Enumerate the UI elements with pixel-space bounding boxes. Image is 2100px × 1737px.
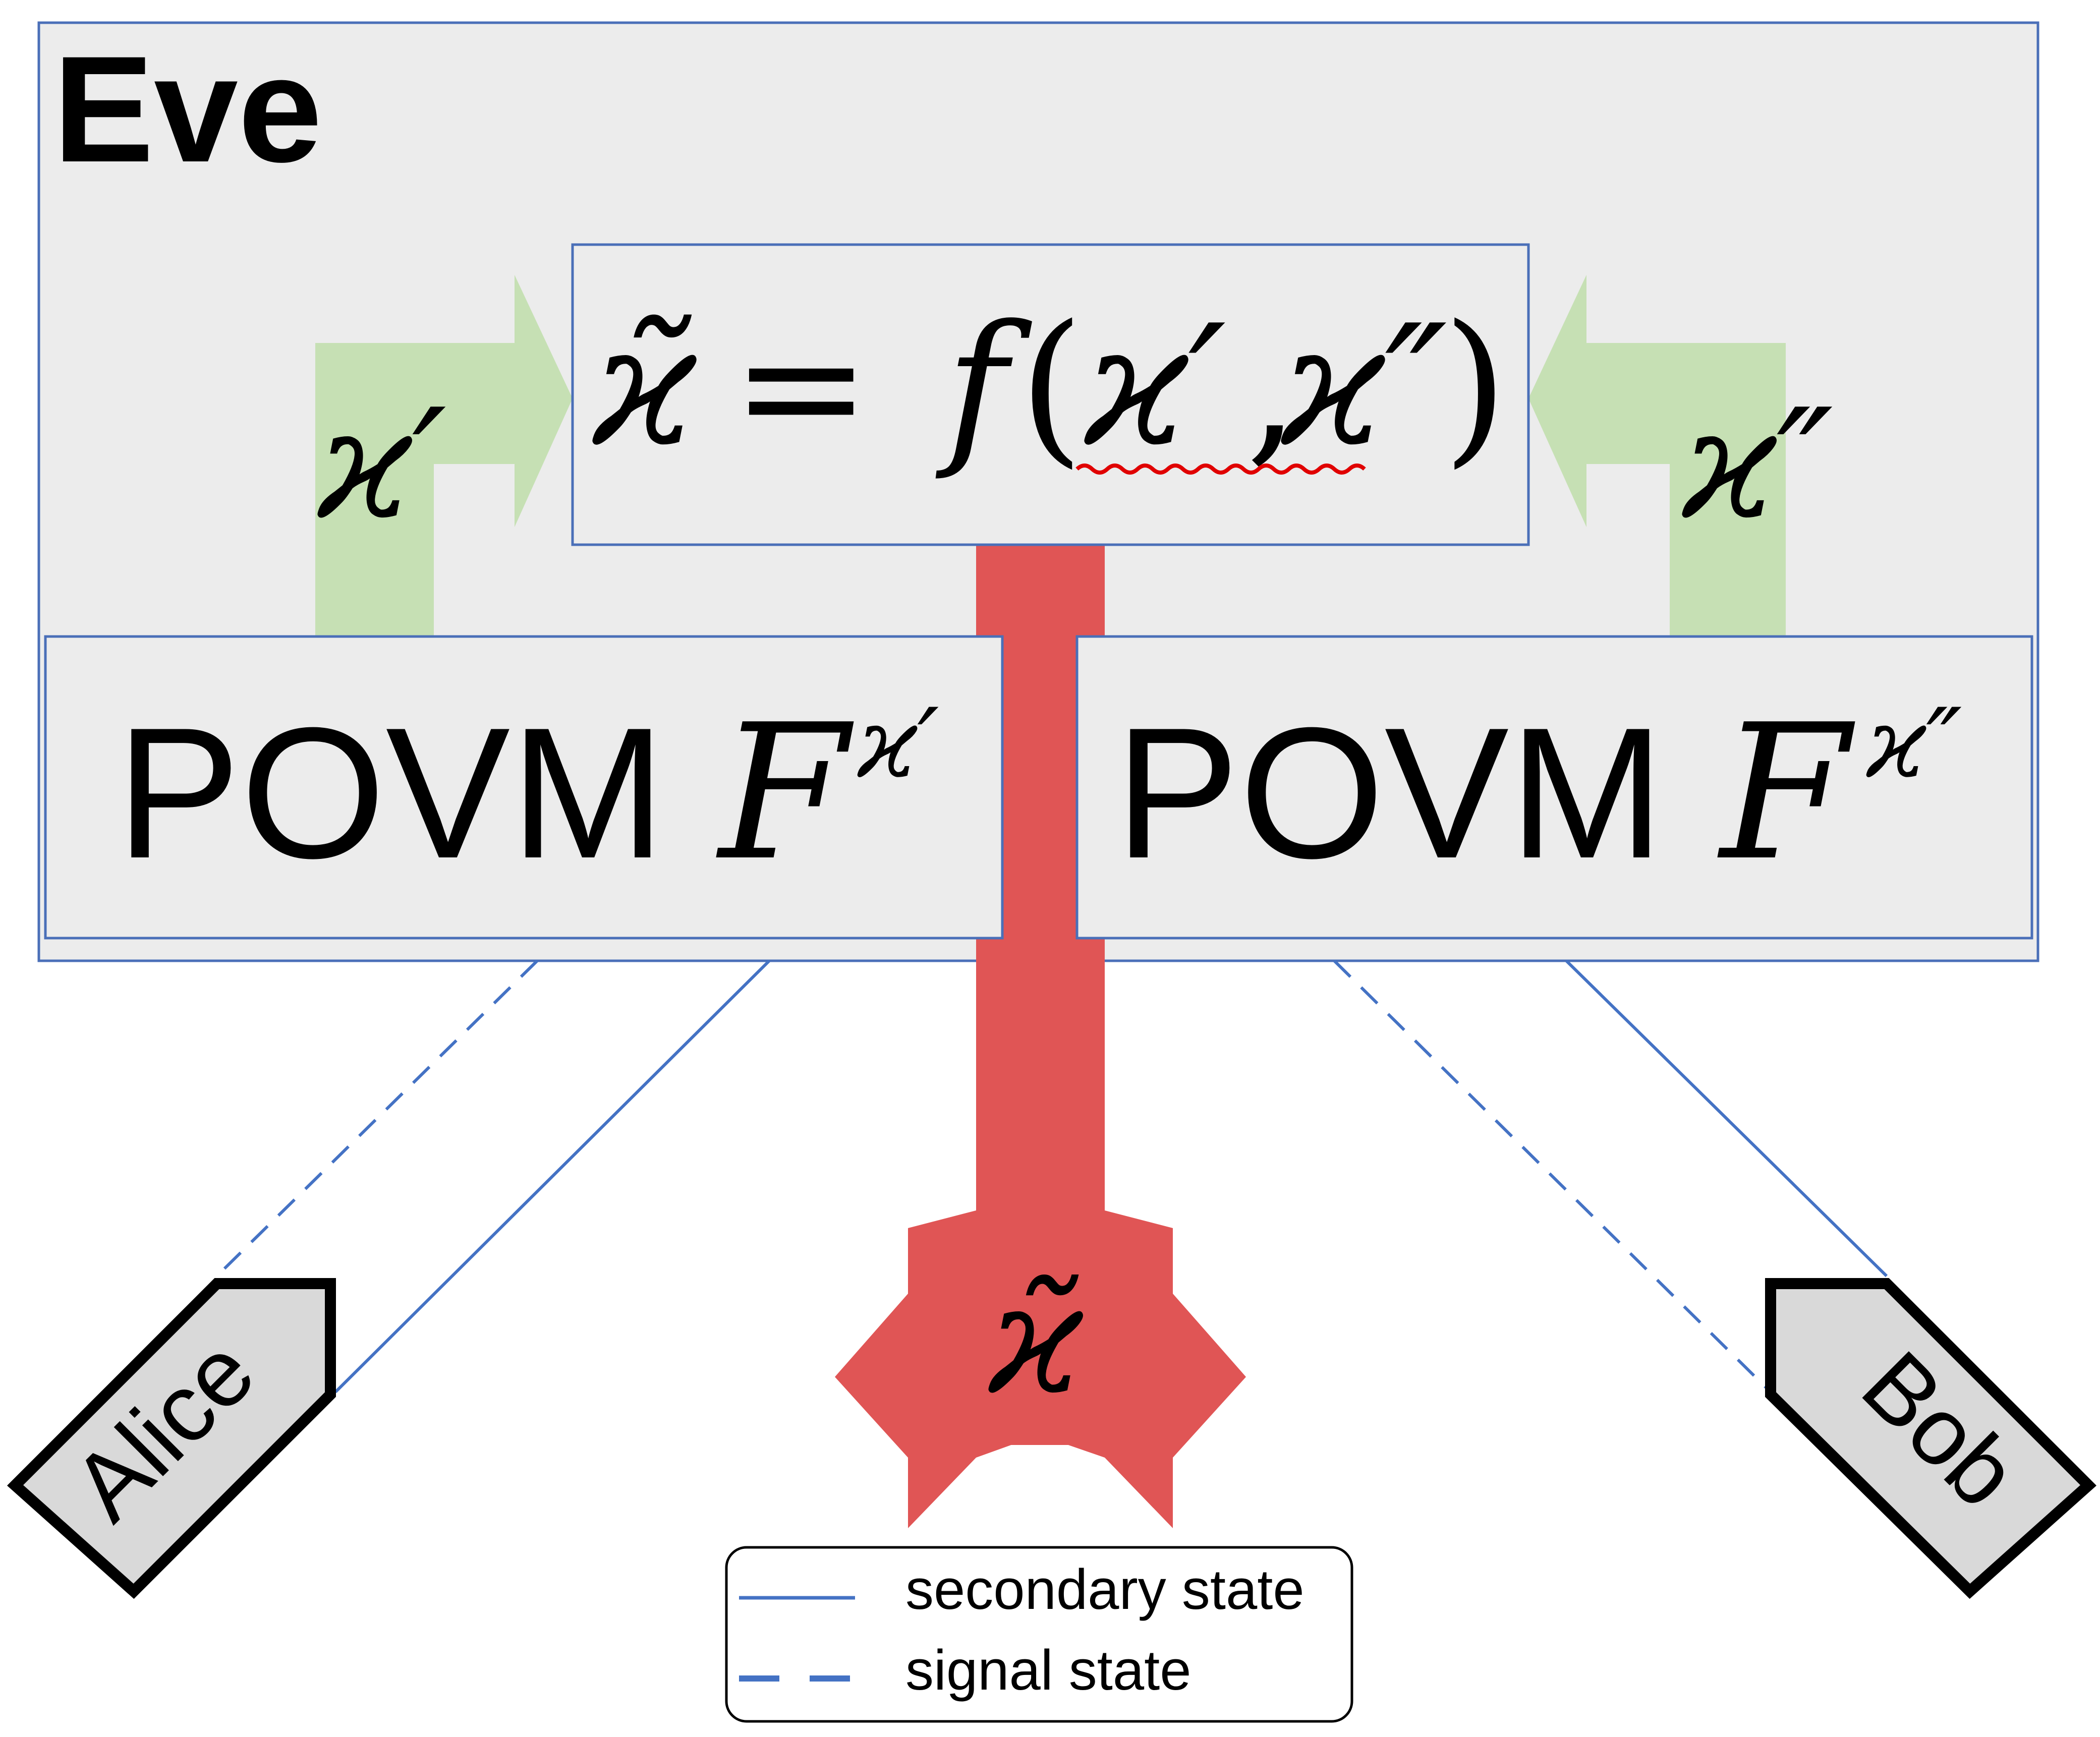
legend-box bbox=[725, 1546, 1353, 1723]
povm-left-box bbox=[44, 635, 1004, 940]
formula-close-paren: ) bbox=[1443, 290, 1508, 483]
formula-equals: = bbox=[731, 290, 871, 483]
formula-open-paren: ( bbox=[1019, 290, 1084, 483]
povm-right-superscript: ϰ″ bbox=[1866, 688, 1962, 799]
formula-lhs: ϰ̃ bbox=[590, 290, 700, 483]
eve-label: Eve bbox=[53, 24, 322, 194]
povm-left-word: POVM bbox=[116, 689, 666, 897]
red-double-arrow bbox=[835, 1210, 1246, 1528]
povm-left-superscript: ϰ′ bbox=[857, 688, 939, 799]
spellcheck-underline bbox=[1075, 464, 1366, 475]
povm-right-operator: F bbox=[1717, 685, 1857, 902]
alice-node: Alice bbox=[7, 1278, 336, 1599]
alice-shape bbox=[7, 1278, 336, 1599]
bob-shape bbox=[1765, 1278, 2097, 1599]
alice-signal-line bbox=[215, 959, 539, 1278]
legend: secondary state signal state bbox=[725, 1546, 1353, 1723]
legend-dashed-label: signal state bbox=[905, 1639, 1191, 1702]
legend-solid-label: secondary state bbox=[905, 1558, 1304, 1621]
bob-secondary-line bbox=[1565, 959, 1888, 1278]
formula-box bbox=[571, 243, 1530, 546]
left-arrow-label: ϰ′ bbox=[315, 377, 447, 553]
bob-signal-line bbox=[1333, 959, 1772, 1394]
right-arrow-label: ϰ″ bbox=[1680, 377, 1833, 553]
povm-left-operator: F bbox=[716, 685, 856, 902]
green-arrow-left bbox=[315, 275, 573, 638]
formula-arg2: ϰ″ bbox=[1279, 290, 1448, 483]
povm-right-word: POVM bbox=[1115, 689, 1665, 897]
formula-arg1: ϰ′ bbox=[1082, 290, 1227, 483]
povm-right-box bbox=[1075, 635, 2033, 940]
alice-secondary-line bbox=[334, 959, 771, 1394]
green-arrow-right bbox=[1528, 275, 1786, 638]
bob-node: Bob bbox=[1765, 1278, 2097, 1599]
formula-comma: , bbox=[1246, 290, 1299, 483]
output-arrow-label: ϰ̃ bbox=[986, 1252, 1086, 1428]
